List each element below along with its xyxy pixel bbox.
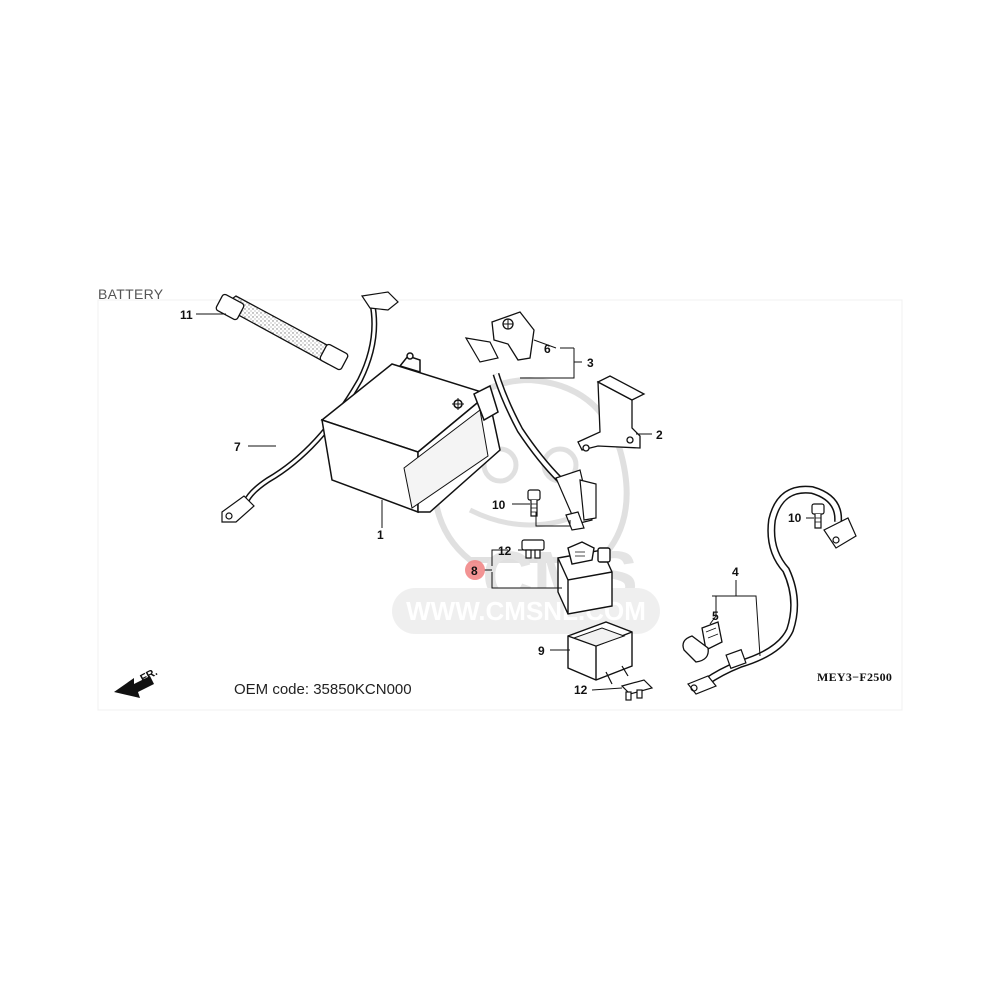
diagram-title: BATTERY	[98, 286, 164, 302]
positive-cable-assy	[464, 337, 597, 531]
oem-code: OEM code: 35850KCN000	[234, 681, 412, 698]
callout-3: 3	[587, 356, 594, 370]
battery	[320, 352, 501, 514]
callout-6: 6	[544, 342, 551, 356]
callout-9: 9	[538, 644, 545, 658]
callout-12-lower: 12	[574, 683, 588, 697]
callout-12-upper: 12	[498, 544, 512, 558]
bolt-lower-right	[811, 503, 825, 529]
terminal-cap	[682, 621, 723, 663]
fuse-upper	[521, 539, 545, 559]
diagram-code: MEY3−F2500	[817, 670, 893, 684]
callout-11: 11	[180, 308, 193, 322]
callout-8: 8	[471, 564, 478, 578]
relay-cover	[567, 621, 633, 685]
callout-labels: 11 7 1 6 3 2 10 12 8 9 12 4 5 10	[180, 308, 802, 697]
highlight-marker	[465, 560, 485, 580]
terminal-cover	[491, 311, 535, 361]
callout-7: 7	[234, 440, 241, 454]
callout-10-upper: 10	[492, 498, 506, 512]
callout-10-lower: 10	[788, 511, 802, 525]
starter-magnetic-switch-assy	[557, 541, 613, 615]
leader-lines	[196, 313, 814, 691]
battery-holder-stay	[577, 375, 646, 452]
starter-motor-cable	[687, 485, 857, 695]
callout-5: 5	[712, 609, 719, 623]
battery-band	[215, 293, 349, 371]
callout-2: 2	[656, 428, 663, 442]
callout-4: 4	[732, 565, 739, 579]
callout-1: 1	[377, 528, 384, 542]
fuse-lower	[620, 679, 654, 701]
